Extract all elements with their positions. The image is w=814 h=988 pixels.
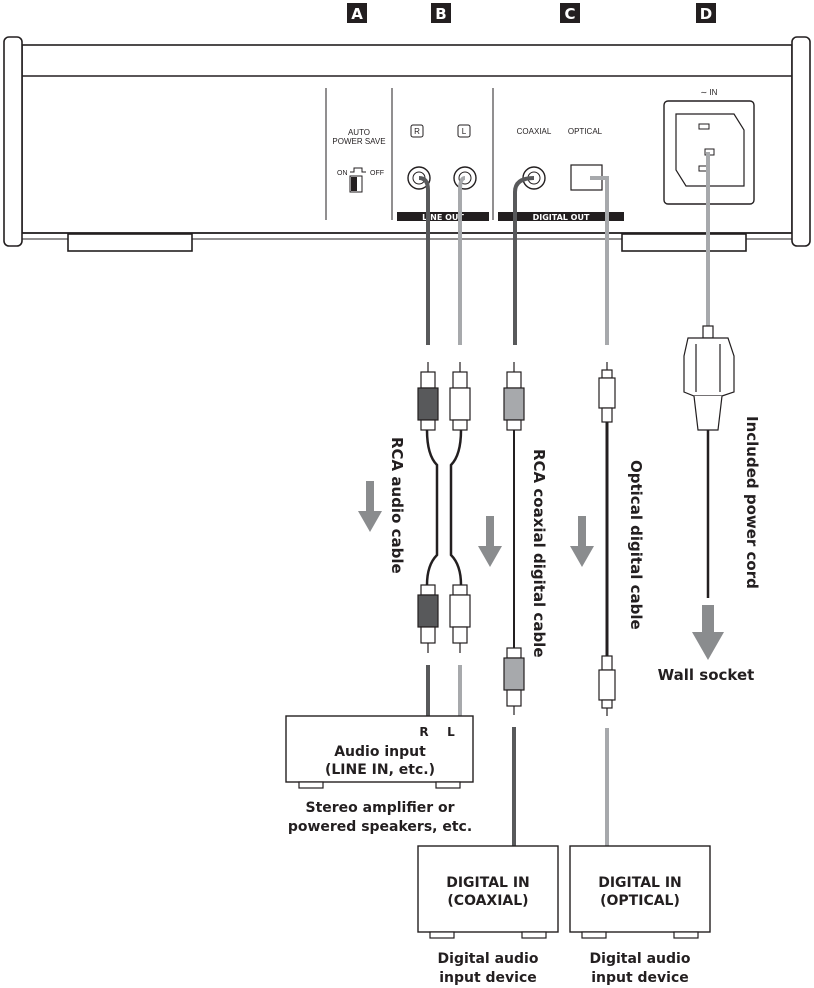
cables-upper [418, 152, 710, 345]
optical-input-device: DIGITAL IN (OPTICAL) [569, 845, 711, 939]
auto-power-save-switch: AUTO POWER SAVE ON OFF [332, 128, 386, 193]
marker-c: C [560, 3, 580, 23]
optical-caption-line2: input device [591, 970, 689, 986]
amp-caption-line2: powered speakers, etc. [288, 819, 472, 835]
optical-input-sublabel: (OPTICAL) [600, 893, 680, 909]
svg-text:C: C [564, 5, 575, 23]
flow-arrows [358, 481, 724, 660]
svg-text:B: B [435, 5, 446, 23]
coax-input-sublabel: (COAXIAL) [447, 893, 528, 909]
rca-coaxial-cable-label: RCA coaxial digital cable [530, 449, 548, 658]
wall-socket-label: Wall socket [658, 666, 755, 684]
stereo-amplifier: R L Audio input (LINE IN, etc.) [285, 715, 474, 789]
coaxial-input-device: DIGITAL IN (COAXIAL) [417, 845, 559, 939]
line-out-label: LINE OUT [422, 213, 464, 222]
amp-caption-line1: Stereo amplifier or [306, 800, 455, 816]
rca-audio-cable-label: RCA audio cable [388, 437, 406, 574]
jack-l-label: L [462, 127, 467, 136]
coax-input-label: DIGITAL IN [446, 875, 530, 891]
rca-audio-cable [417, 362, 471, 653]
optical-cable [598, 362, 616, 716]
arrow-down-icon [570, 516, 594, 567]
coax-caption-line2: input device [439, 970, 537, 986]
optical-label: OPTICAL [568, 127, 603, 136]
coaxial-label: COAXIAL [517, 127, 552, 136]
power-save-label: POWER SAVE [332, 137, 385, 146]
optical-cable-label: Optical digital cable [627, 460, 645, 630]
marker-b: B [431, 3, 451, 23]
marker-d: D [696, 3, 716, 23]
switch-on-label: ON [337, 170, 348, 177]
coax-caption-line1: Digital audio [438, 951, 539, 967]
amp-jack-l-label: L [447, 725, 455, 739]
rca-coaxial-cable [503, 362, 525, 715]
svg-text:A: A [351, 5, 363, 23]
amp-jack-r-label: R [419, 725, 428, 739]
optical-caption-line1: Digital audio [590, 951, 691, 967]
arrow-down-icon [358, 481, 382, 532]
optical-input-label: DIGITAL IN [598, 875, 682, 891]
power-cord-label: Included power cord [743, 416, 761, 589]
amp-input-sublabel: (LINE IN, etc.) [325, 762, 435, 778]
svg-text:D: D [700, 5, 712, 23]
ac-in-label: ∼ IN [701, 88, 718, 97]
arrow-down-icon [478, 516, 502, 567]
power-plug [683, 325, 735, 598]
jack-r-label: R [414, 127, 420, 136]
amp-input-label: Audio input [334, 744, 426, 760]
auto-label: AUTO [348, 128, 370, 137]
marker-a: A [347, 3, 367, 23]
line-out-jacks: R L LINE OUT [397, 124, 489, 222]
digital-out-label: DIGITAL OUT [533, 213, 590, 222]
switch-off-label: OFF [370, 170, 384, 177]
arrow-down-icon [692, 605, 724, 660]
